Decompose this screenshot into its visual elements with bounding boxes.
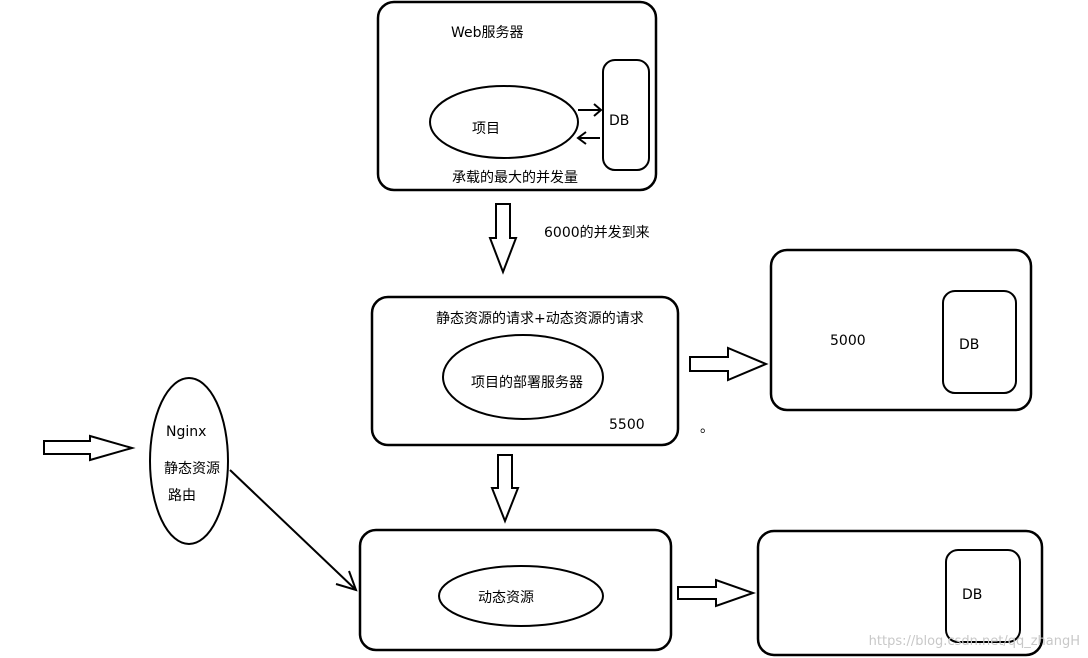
web-server-box xyxy=(376,0,658,192)
dynamic-resources-ellipse xyxy=(438,565,604,627)
db-to-project-arrowhead xyxy=(576,131,587,145)
right-bottom-server-box xyxy=(756,529,1044,657)
right-arrow-lower xyxy=(677,578,757,608)
project-label: 项目 xyxy=(472,121,500,137)
dynamic-resources-label: 动态资源 xyxy=(478,590,534,606)
requests-label: 静态资源的请求+动态资源的请求 xyxy=(436,311,644,327)
nginx-to-dynamic-line xyxy=(229,469,357,591)
db-top-box xyxy=(602,59,650,171)
right-arrow-upper xyxy=(689,346,769,382)
down-arrow-1 xyxy=(488,203,518,275)
dot-mark: 。 xyxy=(700,420,714,436)
right-top-server-box xyxy=(769,248,1033,412)
deploy-server-ellipse xyxy=(442,334,604,420)
static-resources-label: 静态资源 xyxy=(164,461,220,477)
capacity-5500-label: 5500 xyxy=(609,417,645,433)
incoming-arrow-left xyxy=(43,434,136,462)
db-right-bottom-label: DB xyxy=(962,587,982,603)
web-server-title: Web服务器 xyxy=(451,25,524,41)
deploy-server-label: 项目的部署服务器 xyxy=(471,375,583,391)
db-right-top-box xyxy=(942,290,1017,394)
deploy-server-box xyxy=(370,295,680,447)
nginx-label: Nginx xyxy=(166,424,206,440)
routing-label: 路由 xyxy=(168,488,196,504)
down-arrow-2 xyxy=(490,454,520,524)
dynamic-resources-box xyxy=(358,528,673,652)
db-top-label: DB xyxy=(609,113,629,129)
nginx-ellipse xyxy=(149,377,229,545)
watermark: https://blog.csdn.net/qq_zhangH xyxy=(869,634,1080,649)
db-right-top-label: DB xyxy=(959,337,979,353)
max-concurrency-label: 承载的最大的并发量 xyxy=(452,170,578,186)
nginx-to-dynamic-arrowhead xyxy=(335,570,358,592)
capacity-5000-label: 5000 xyxy=(830,333,866,349)
project-to-db-arrowhead xyxy=(593,103,603,117)
db-right-bottom-box xyxy=(945,549,1021,643)
project-ellipse xyxy=(429,85,579,159)
incoming-6000-label: 6000的并发到来 xyxy=(544,225,650,241)
